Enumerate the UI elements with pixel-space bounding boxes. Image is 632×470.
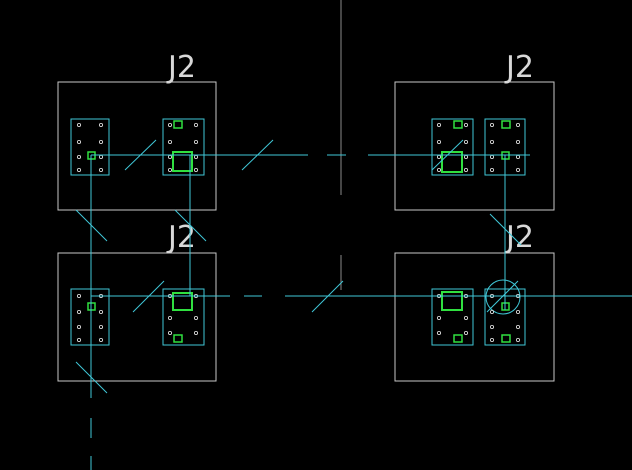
foundation-top-right[interactable]: J2 [394, 50, 555, 211]
foundation-label: J2 [504, 220, 534, 255]
foundation-top-left[interactable]: J2 [57, 50, 217, 211]
tie-beams[interactable] [75, 139, 632, 470]
selection-circle[interactable] [485, 279, 521, 315]
foundation-bottom-left[interactable]: J2 [57, 220, 217, 382]
foundation-label: J2 [504, 50, 534, 85]
foundation-bottom-right[interactable]: J2 [394, 220, 555, 382]
foundation-label: J2 [166, 50, 196, 85]
foundation-label: J2 [166, 220, 196, 255]
